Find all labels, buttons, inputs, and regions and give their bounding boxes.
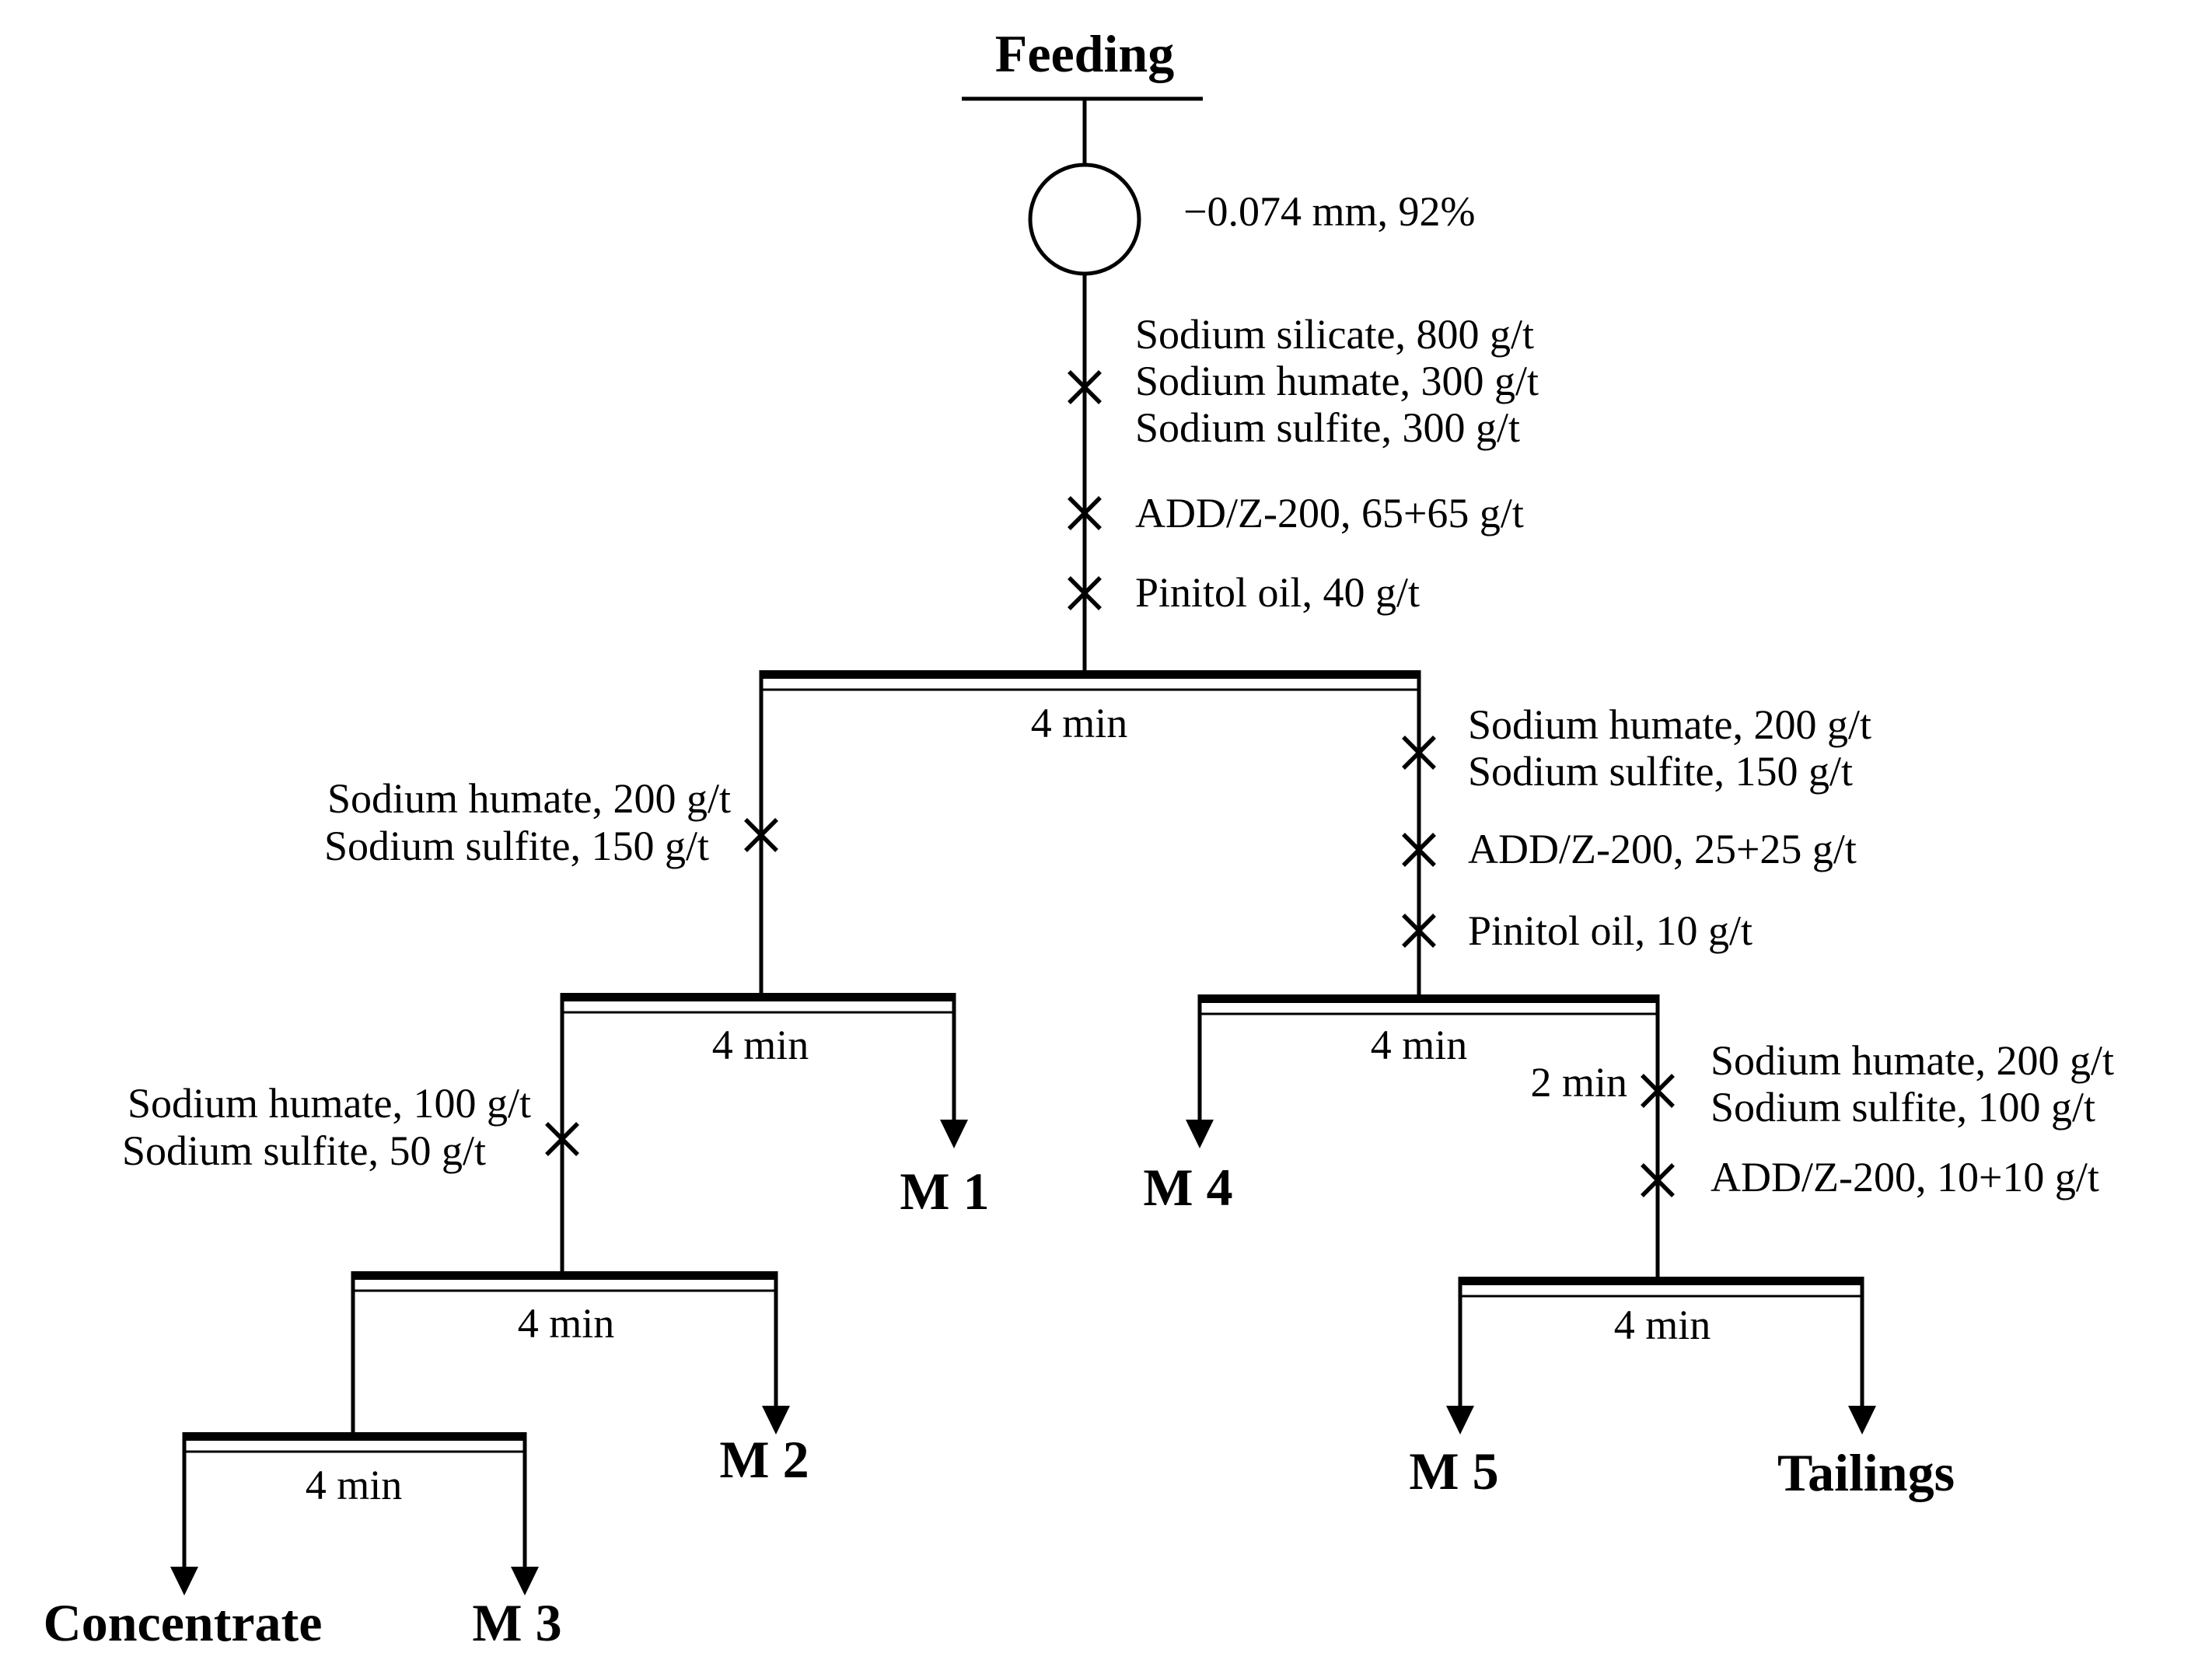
middling-m1-label: M 1 [900,1162,989,1221]
scavenger2-flotation-cell [1458,1277,1864,1298]
arrow-down-icon [170,1567,198,1595]
middling-m2-label: M 2 [719,1430,809,1489]
cleaner3-flotation-cell [182,1432,527,1453]
reagent-label: ADD/Z-200, 25+25 g/t [1468,826,1857,872]
cleaner3-time-label: 4 min [306,1462,403,1508]
scavenger2-time-label: 4 min [1614,1302,1711,1348]
reagent-label: Sodium humate, 200 g/t [327,775,731,822]
tailings-label: Tailings [1777,1443,1955,1502]
scavenger1-flotation-cell [1197,994,1660,1015]
reagent-label: Sodium sulfite, 100 g/t [1711,1084,2095,1131]
feed-label: Feeding [995,24,1174,83]
reagent-label: Sodium sulfite, 50 g/t [122,1127,486,1174]
conditioning-time-label: 2 min [1530,1059,1627,1106]
arrow-down-icon [511,1567,539,1595]
arrow-down-icon [1186,1120,1214,1148]
reagent-label: ADD/Z-200, 10+10 g/t [1711,1154,2099,1200]
middling-m3-label: M 3 [472,1593,561,1652]
reagent-label: Pinitol oil, 40 g/t [1135,569,1420,616]
middling-m4-label: M 4 [1143,1158,1232,1217]
reagent-addition-icon [1402,833,1436,867]
reagent-label: Sodium humate, 100 g/t [128,1080,531,1127]
cleaner1-flotation-cell [560,993,956,1014]
arrow-down-icon [1446,1406,1474,1435]
cleaner1-time-label: 4 min [712,1022,809,1068]
reagent-label: Sodium sulfite, 300 g/t [1135,404,1520,451]
reagent-label: ADD/Z-200, 65+65 g/t [1135,490,1524,536]
middling-m5-label: M 5 [1409,1442,1498,1501]
reagent-addition-icon [1068,576,1102,610]
reagent-addition-icon [545,1122,579,1156]
reagent-label: Sodium sulfite, 150 g/t [324,823,709,869]
concentrate-label: Concentrate [44,1593,323,1652]
cleaner2-time-label: 4 min [518,1300,615,1347]
cleaner2-flotation-cell [351,1271,778,1292]
reagent-label: Sodium humate, 200 g/t [1711,1037,2114,1084]
reagent-addition-icon [1641,1163,1675,1197]
reagent-label: Sodium sulfite, 150 g/t [1468,748,1853,795]
reagent-label: Sodium humate, 300 g/t [1135,358,1539,404]
arrow-down-icon [762,1406,790,1435]
rougher-flotation-cell [759,670,1421,691]
scavenger1-time-label: 4 min [1371,1022,1468,1068]
reagent-label: Sodium silicate, 800 g/t [1135,311,1534,358]
reagent-label: Sodium humate, 200 g/t [1468,701,1871,748]
reagent-label: Pinitol oil, 10 g/t [1468,907,1752,954]
reagent-addition-icon [1402,914,1436,948]
reagent-addition-icon [744,818,778,852]
grind-size-label: −0.074 mm, 92% [1183,188,1475,235]
arrow-down-icon [940,1120,968,1148]
reagent-addition-icon [1068,496,1102,530]
grinding-mill-icon [1028,163,1141,276]
reagent-addition-icon [1068,370,1102,404]
reagent-addition-icon [1641,1074,1675,1108]
arrow-down-icon [1848,1406,1876,1435]
reagent-addition-icon [1402,736,1436,770]
rougher-time-label: 4 min [1031,700,1128,746]
